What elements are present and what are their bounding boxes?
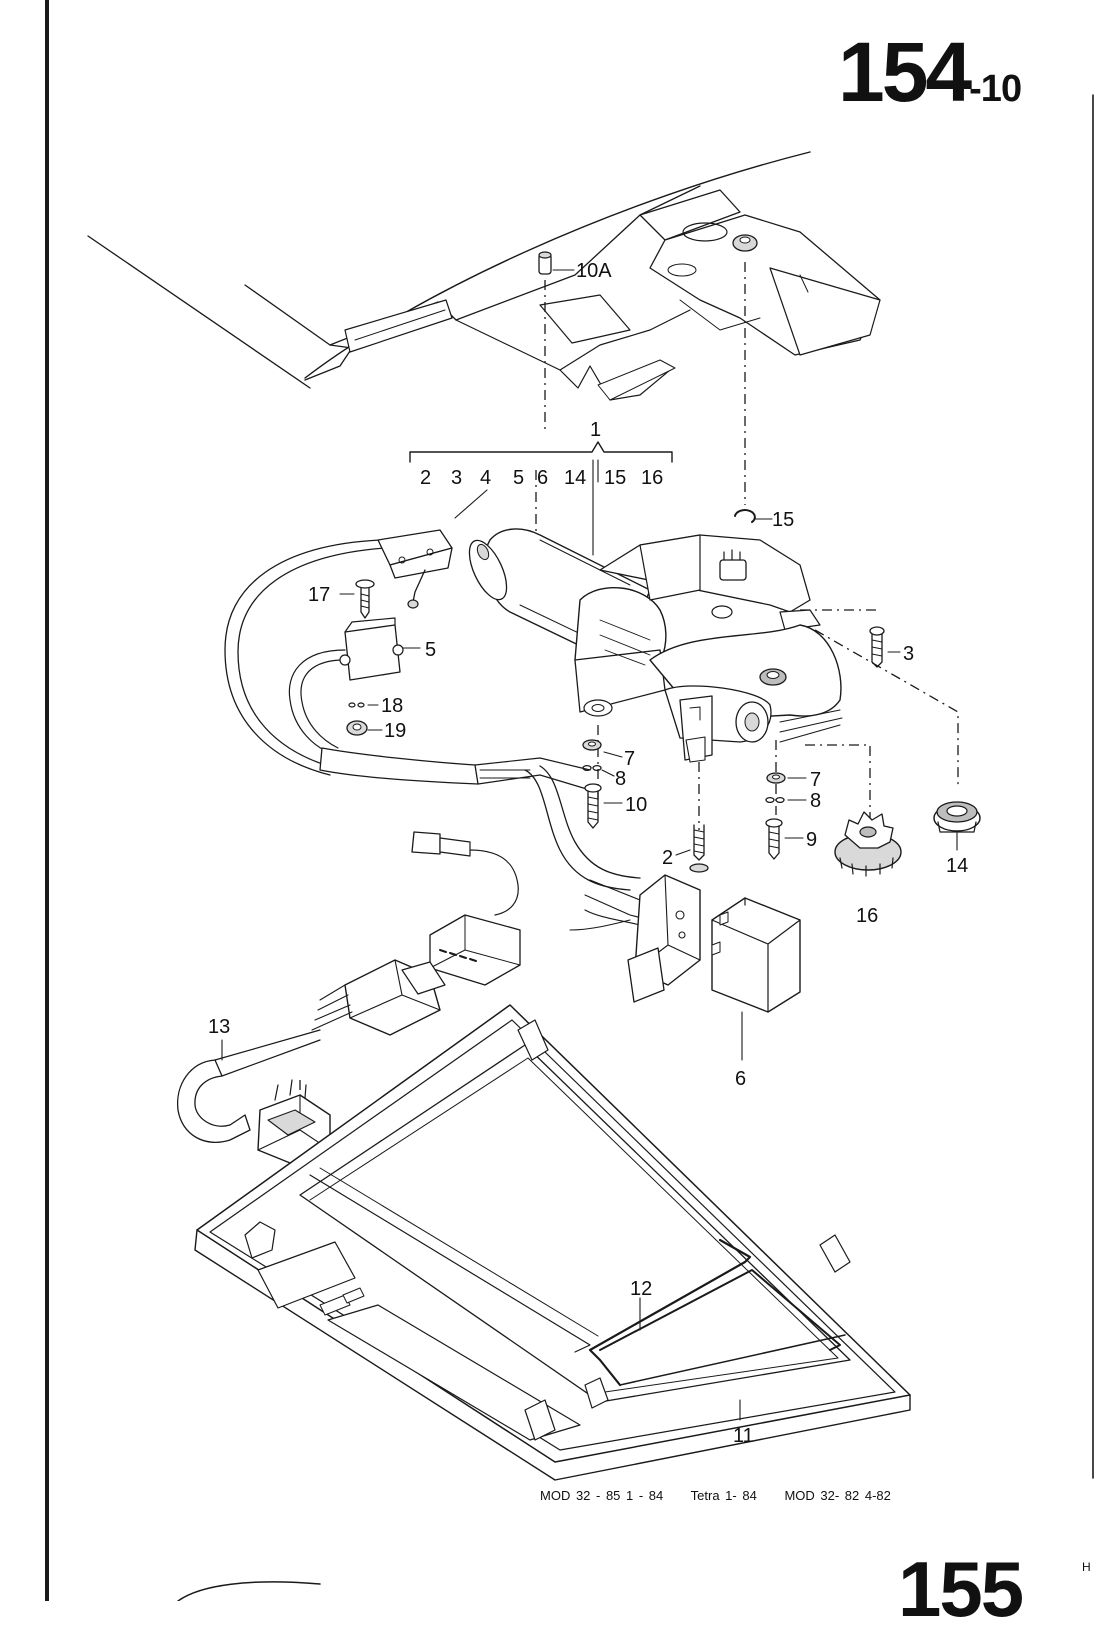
callout-8b: 8: [810, 790, 821, 812]
sunroof-motor: [468, 528, 843, 763]
group-label: 1: [590, 419, 601, 441]
callout-10a: 10A: [576, 260, 612, 282]
part-18-washer: [348, 702, 379, 708]
page-number-main: 154: [838, 25, 972, 119]
part-6-relay: [711, 897, 801, 1061]
callout-6: 6: [735, 1068, 746, 1090]
part-2-screw: [675, 824, 709, 873]
part-7a-washer: [582, 739, 623, 758]
connector-socket: [429, 914, 521, 986]
fuse-holder-block: [627, 874, 701, 1003]
axis-14: [814, 629, 959, 785]
group-member: 4: [480, 467, 491, 489]
part-8a-spring-washer: [582, 764, 615, 777]
part-10a-pin: [538, 251, 575, 275]
footer-model-codes: MOD 32 - 85 1 - 84 Tetra 1- 84 MOD 32- 8…: [540, 1488, 913, 1503]
group-member: 3: [451, 467, 462, 489]
next-page-fragment: [177, 1581, 321, 1601]
footer-item: Tetra 1- 84: [690, 1488, 757, 1503]
part-16-gear: [834, 811, 902, 877]
callout-11: 11: [733, 1425, 754, 1447]
callout-7a: 7: [624, 748, 635, 770]
part-3-screw: [869, 626, 901, 668]
callout-3: 3: [903, 643, 914, 665]
part-7b-washer: [766, 772, 807, 784]
group-member: 14: [564, 467, 586, 489]
roof-panel: [87, 151, 881, 401]
part-12-guide-rail: [588, 1238, 846, 1387]
group-member: 15: [604, 467, 626, 489]
part-4-microswitch: [377, 529, 453, 609]
connector-multipin: [311, 959, 446, 1036]
part-8b-spring-washer: [765, 796, 807, 804]
callout-18: 18: [381, 695, 403, 717]
callout-7b: 7: [810, 769, 821, 791]
callout-8a: 8: [615, 768, 626, 790]
callout-17: 17: [308, 584, 330, 606]
part-9-screw: [765, 818, 804, 860]
page-number-suffix: -10: [969, 68, 1022, 110]
group-member: 5: [513, 467, 524, 489]
callout-2: 2: [662, 847, 673, 869]
next-page-number: 155: [898, 1545, 1024, 1633]
group-member: 6: [537, 467, 548, 489]
callout-12: 12: [630, 1278, 652, 1300]
part-14-gear-ring: [933, 801, 981, 851]
callout-15: 15: [772, 509, 794, 531]
callout-10: 10: [625, 794, 647, 816]
group-members: 2 3 4 5 6 14 15 16: [420, 467, 663, 489]
group-member: 2: [420, 467, 431, 489]
page-number: 154-10: [838, 30, 1022, 114]
callout-5: 5: [425, 639, 436, 661]
footer-item: MOD 32 - 85 1 - 84: [540, 1488, 664, 1503]
group-member: 16: [641, 467, 663, 489]
part-5-microswitch: [339, 617, 421, 681]
part-10-screw: [584, 783, 623, 829]
callout-13: 13: [208, 1016, 230, 1038]
callout-16: 16: [856, 905, 878, 927]
callout-19: 19: [384, 720, 406, 742]
part-19-nut: [346, 720, 383, 736]
connector-small: [411, 831, 519, 916]
part-11-headliner-frame: [194, 1004, 911, 1481]
callout-14: 14: [946, 855, 968, 877]
footer-item: MOD 32- 82 4-82: [784, 1488, 891, 1503]
corner-mark: H: [1082, 1560, 1091, 1574]
part-13-switch-cable: [177, 1029, 331, 1166]
part-17-screw: [339, 579, 375, 619]
group-bracket: [409, 441, 673, 463]
part-15-circlip: [734, 509, 773, 523]
callout-9: 9: [806, 829, 817, 851]
